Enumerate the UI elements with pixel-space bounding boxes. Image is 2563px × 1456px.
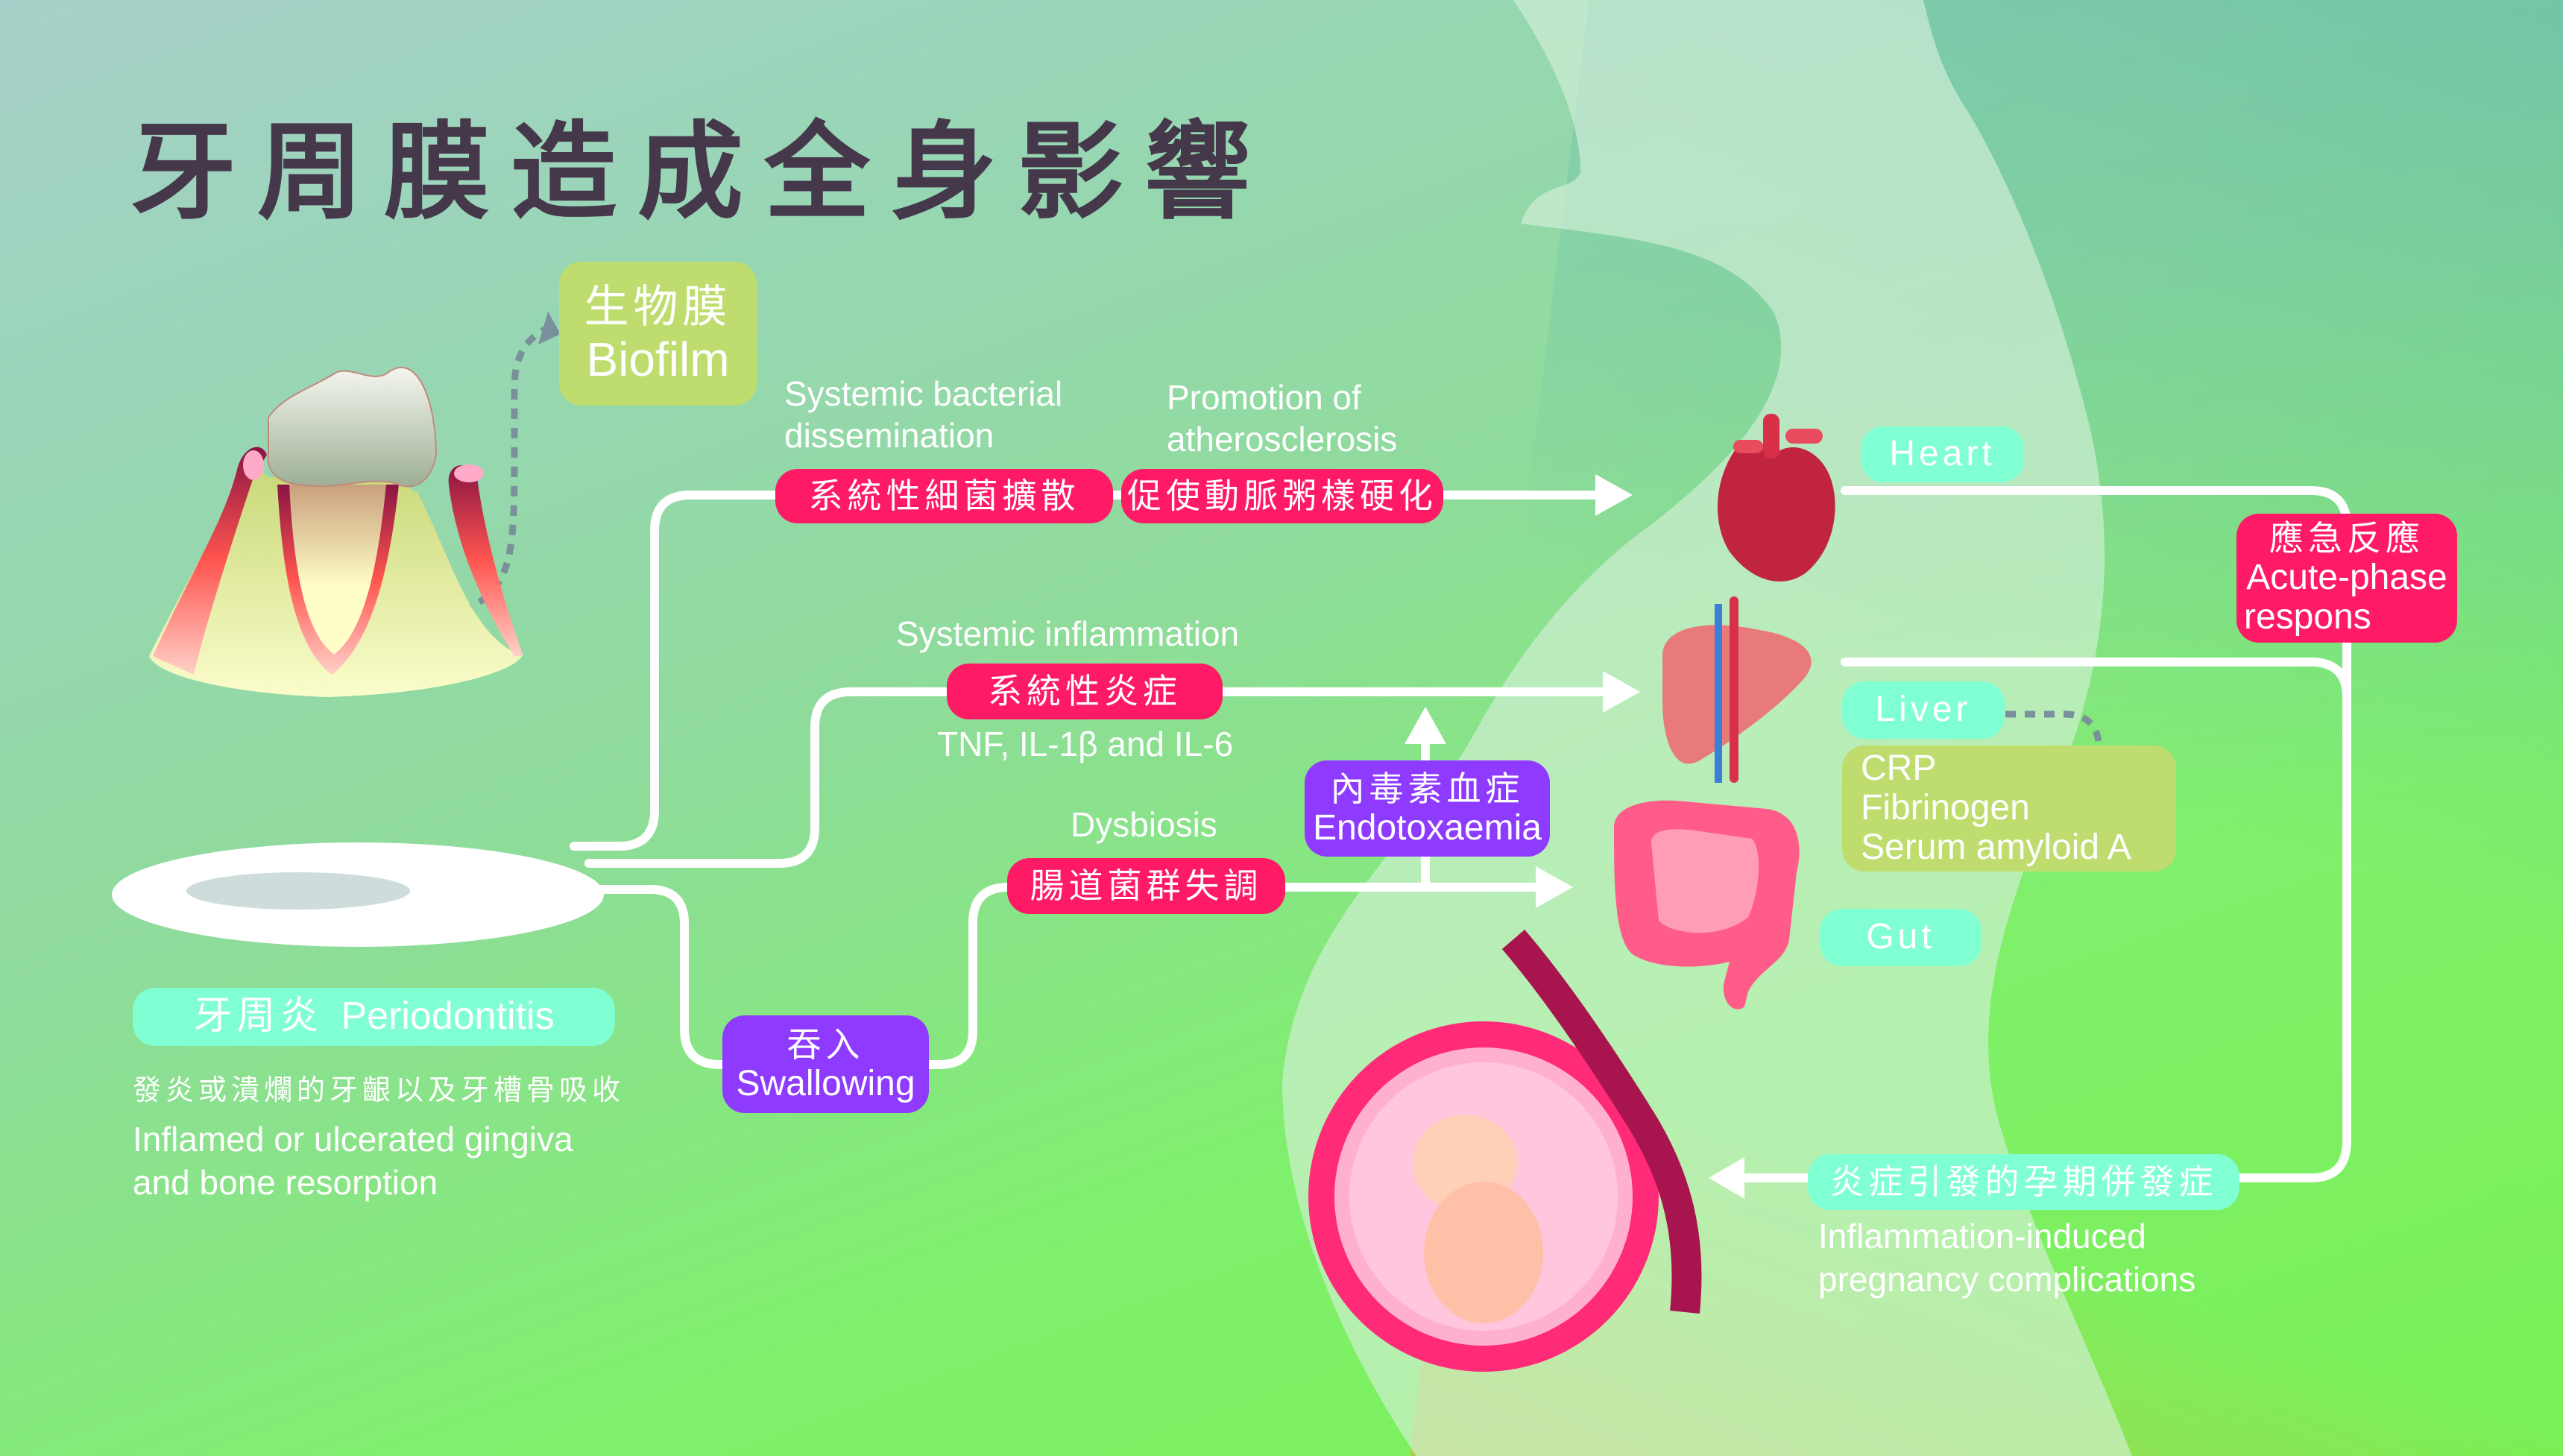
systemic-inflammation-en: Systemic inflammation	[896, 614, 1240, 653]
periodontitis-desc-en-1: Inflamed or ulcerated gingiva	[133, 1120, 573, 1159]
bacterial-dissemination-cn: 系統性細菌擴散	[808, 476, 1080, 517]
acute-phase-en-1: Acute-phase	[2246, 558, 2447, 598]
periodontitis-label-cn: 牙周炎	[193, 994, 324, 1039]
biofilm-arrowhead-icon	[538, 312, 561, 344]
periodontitis-label: 牙周炎 Periodontitis	[133, 988, 615, 1046]
connector-inflammation	[584, 687, 1615, 868]
atherosclerosis-en-2: atherosclerosis	[1167, 420, 1398, 458]
atherosclerosis-cn: 促使動脈粥樣硬化	[1127, 476, 1437, 517]
arrowhead-heart-icon	[1595, 474, 1633, 516]
acute-phase-cn: 應急反應	[2269, 518, 2424, 559]
heart-label: Heart	[1861, 426, 2024, 482]
swallowing-en: Swallowing	[736, 1063, 915, 1103]
pregnancy-complications-box: 炎症引發的孕期併發症	[1808, 1154, 2239, 1210]
liver-markers-box: CRP Fibrinogen Serum amyloid A	[1842, 746, 2176, 872]
marker-serum-amyloid-a: Serum amyloid A	[1861, 827, 2131, 867]
endotoxaemia-box: 內毒素血症 Endotoxaemia	[1305, 760, 1550, 857]
bacterial-dissemination-en-2: dissemination	[784, 416, 994, 455]
gut-label: Gut	[1820, 909, 1982, 966]
page-title: 牙周膜造成全身影響	[130, 111, 1271, 234]
gut-label-text: Gut	[1866, 917, 1935, 957]
liver-label-text: Liver	[1875, 690, 1972, 730]
liver-label: Liver	[1842, 681, 2005, 739]
arrowhead-pregnancy-icon	[1709, 1157, 1744, 1199]
atherosclerosis-en-1: Promotion of	[1167, 378, 1361, 417]
periodontitis-label-en: Periodontitis	[341, 995, 555, 1039]
connector-liver-acute	[1841, 658, 2351, 702]
connector-heart-acute	[1725, 486, 2351, 1182]
arrowhead-endotoxaemia-up-icon	[1405, 707, 1446, 744]
gut-icon	[1614, 800, 1800, 1009]
arrowhead-liver-icon	[1603, 671, 1640, 713]
dysbiosis-en: Dysbiosis	[1071, 805, 1217, 844]
arrowhead-gut-icon	[1536, 866, 1573, 908]
acute-phase-box: 應急反應 Acute-phase respons	[2236, 514, 2457, 643]
acute-phase-en-2: respons	[2244, 596, 2371, 637]
marker-fibrinogen: Fibrinogen	[1861, 788, 2030, 828]
dashed-biofilm-link	[461, 324, 549, 615]
pregnancy-complications-cn: 炎症引發的孕期併發症	[1829, 1162, 2218, 1203]
pregnancy-complications-en-1: Inflammation-induced	[1818, 1217, 2146, 1255]
dysbiosis-cn: 腸道菌群失調	[1030, 866, 1263, 907]
swallowing-box: 吞入 Swallowing	[722, 1015, 929, 1113]
pregnancy-complications-en-2: pregnancy complications	[1818, 1260, 2196, 1299]
endotoxaemia-en: Endotoxaemia	[1313, 807, 1542, 848]
heart-label-text: Heart	[1889, 434, 1996, 474]
systemic-inflammation-cn: 系統性炎症	[988, 671, 1182, 712]
liver-icon	[1662, 596, 1812, 783]
dysbiosis-box: 腸道菌群失調	[1007, 858, 1285, 914]
heart-icon	[1717, 414, 1835, 582]
marker-crp: CRP	[1861, 749, 1937, 789]
biofilm-box: 生物膜 Biofilm	[559, 262, 757, 406]
endotoxaemia-cn: 內毒素血症	[1330, 768, 1525, 809]
cytokines-label: TNF, IL-1β and IL-6	[937, 725, 1234, 763]
periodontitis-desc-en-2: and bone resorption	[133, 1163, 438, 1202]
connector-bacterial	[570, 491, 1607, 851]
systemic-inflammation-box: 系統性炎症	[947, 664, 1223, 719]
bacterial-dissemination-en-1: Systemic bacterial	[784, 374, 1063, 413]
fetus-in-womb-icon	[1308, 929, 1702, 1372]
biofilm-label-en: Biofilm	[586, 332, 730, 386]
atherosclerosis-box: 促使動脈粥樣硬化	[1121, 469, 1443, 523]
periodontitis-desc-cn: 發炎或潰爛的牙齦以及牙槽骨吸收	[133, 1075, 625, 1106]
dashed-liver-markers-link	[2005, 710, 2102, 743]
bacterial-dissemination-box: 系統性細菌擴散	[775, 469, 1113, 523]
biofilm-label-cn: 生物膜	[584, 280, 732, 333]
swallowing-cn: 吞入	[786, 1024, 865, 1065]
